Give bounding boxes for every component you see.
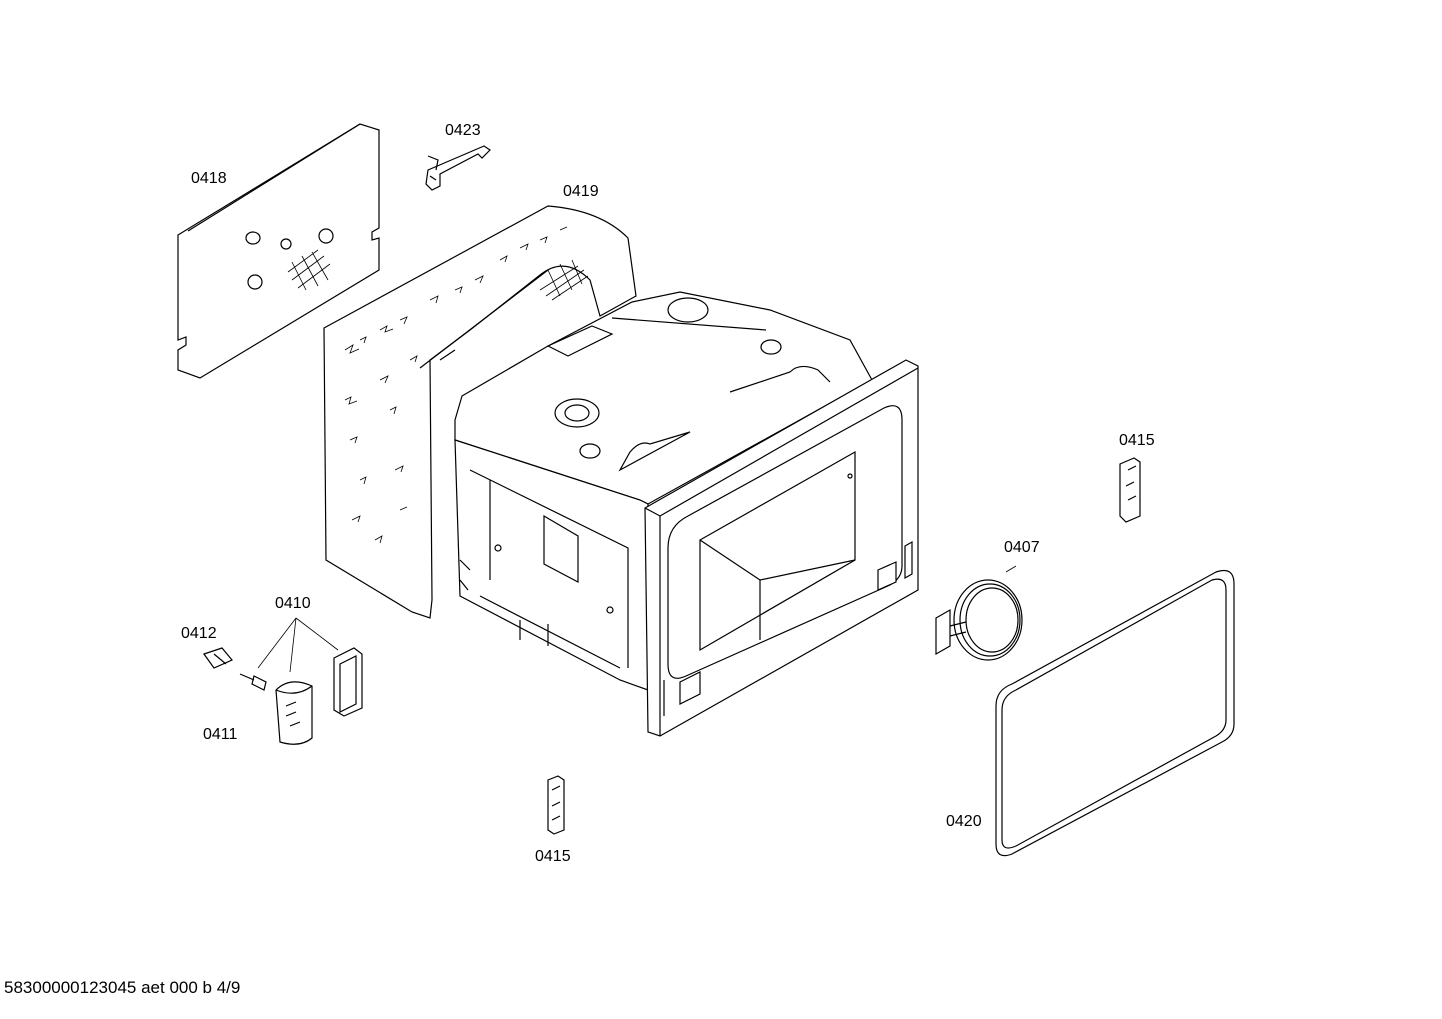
part-labels: 0418 0423 0419 0415 0407 0410 0412 0411 … [181, 122, 1155, 865]
label-0420: 0420 [946, 813, 982, 830]
part-0407-heating-element [935, 565, 1023, 661]
part-0423-bracket [425, 145, 491, 191]
oven-cavity [454, 291, 919, 737]
label-0411: 0411 [203, 726, 238, 743]
label-0415-right: 0415 [1119, 432, 1155, 449]
label-0415-bottom: 0415 [535, 848, 571, 865]
label-0418: 0418 [191, 170, 227, 187]
part-0410-lamp-assembly [239, 617, 363, 745]
label-0423: 0423 [445, 122, 481, 139]
part-0418-back-panel [177, 123, 380, 379]
part-0420-door-seal [995, 569, 1235, 857]
label-0412: 0412 [181, 625, 217, 642]
part-0412-lamp-socket [203, 647, 233, 669]
label-0419: 0419 [563, 183, 599, 200]
label-0410: 0410 [275, 595, 311, 612]
document-footer: 58300000123045 aet 000 b 4/9 [4, 978, 241, 997]
part-0419-insulation [323, 205, 637, 619]
label-0407: 0407 [1004, 539, 1040, 556]
part-0415-clip-right [1119, 457, 1141, 523]
part-0415-clip-bottom [547, 775, 565, 835]
